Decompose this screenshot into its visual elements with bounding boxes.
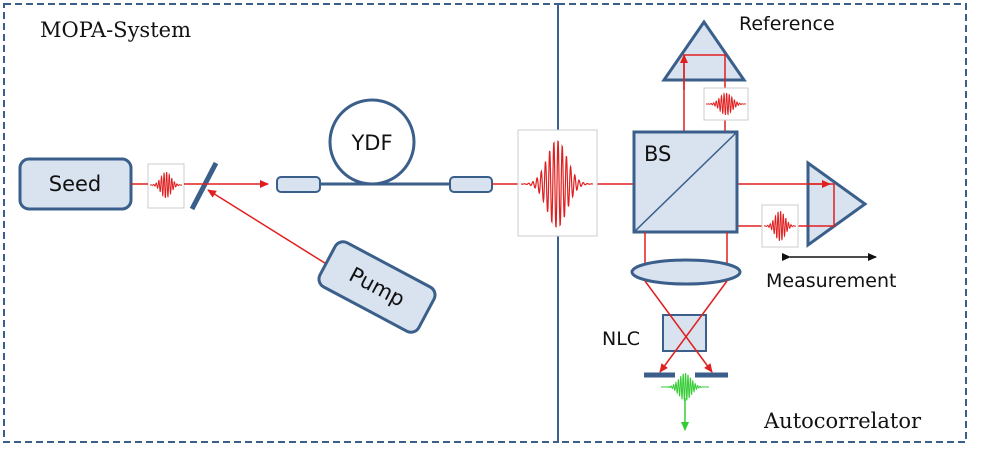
crossing-beam-1 — [644, 280, 713, 373]
autocorrelator-title: Autocorrelator — [763, 409, 922, 433]
fiber-coupler-input — [276, 176, 321, 193]
reference-prism — [661, 19, 747, 82]
shg-green-pulse — [661, 373, 709, 401]
autocorrelator-frame — [557, 3, 967, 443]
fiber-coupler-output — [449, 176, 493, 193]
ydf-label: YDF — [350, 131, 392, 155]
focusing-lens — [630, 258, 742, 286]
seed-label: Seed — [49, 172, 102, 196]
reference-pulse-waveform — [705, 92, 747, 116]
crossing-beam-2 — [659, 280, 728, 373]
amplified-pulse-waveform — [520, 140, 594, 228]
dichroic-mirror — [189, 161, 219, 211]
mopa-system-title: MOPA-System — [40, 18, 191, 42]
beam-splitter-diagonal — [633, 131, 738, 233]
ydf-coil — [328, 98, 416, 186]
mopa-system-frame — [3, 3, 559, 443]
measurement-prism — [806, 160, 868, 248]
reference-label: Reference — [739, 13, 835, 35]
bs-label: BS — [644, 142, 671, 166]
measurement-label: Measurement — [766, 270, 896, 292]
measurement-pulse-waveform — [763, 211, 797, 241]
nlc-label: NLC — [602, 328, 640, 350]
pump-box — [317, 240, 437, 334]
pump-beam — [207, 189, 329, 266]
nonlinear-crystal — [662, 314, 707, 352]
seed-pulse-waveform — [149, 171, 183, 199]
